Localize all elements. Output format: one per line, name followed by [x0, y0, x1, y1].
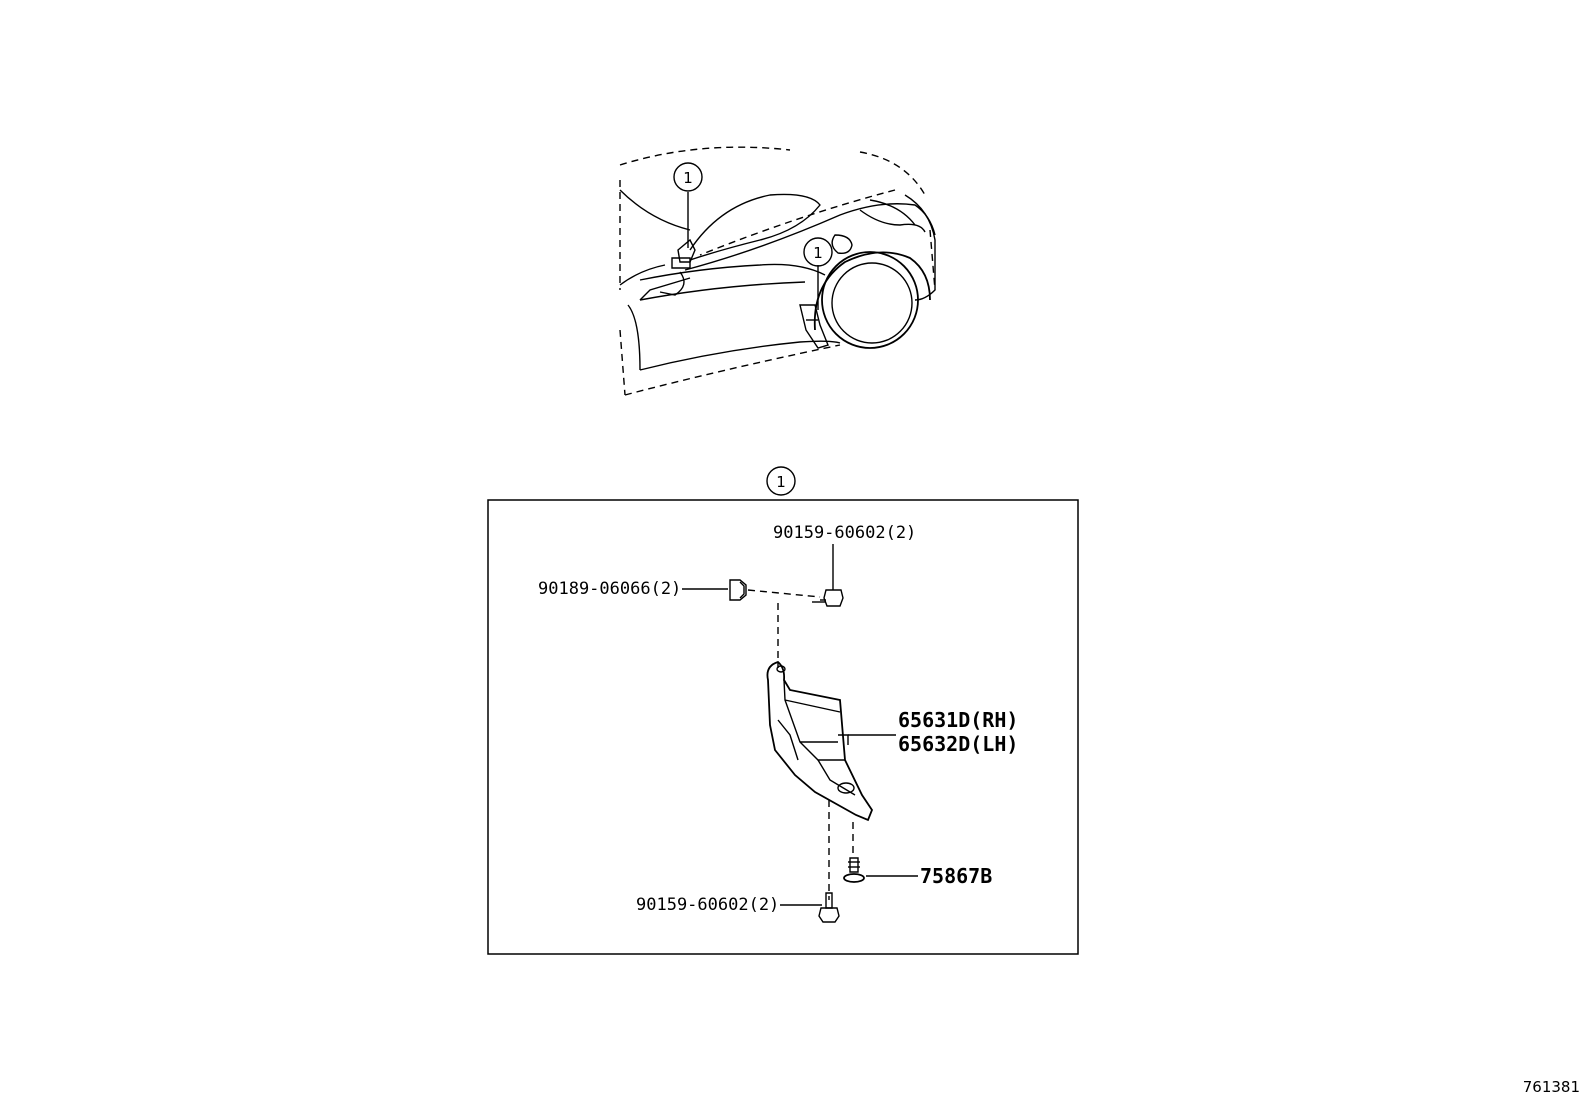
nut-label: 90189-06066(2)	[538, 579, 681, 599]
svg-text:1: 1	[813, 244, 823, 262]
bolt-top-label: 90159-60602(2)	[773, 523, 916, 543]
bolt-bottom-label: 90159-60602(2)	[636, 895, 779, 915]
part-nut[interactable]: 90189-06066(2)	[538, 579, 747, 601]
part-clip[interactable]: 75867B	[843, 857, 992, 888]
shield-lh-label: 65632D(LH)	[898, 732, 1018, 756]
part-bolt-top[interactable]: 90159-60602(2)	[773, 523, 916, 607]
clip-label: 75867B	[920, 864, 992, 888]
diagram-reference-number: 761381	[1523, 1078, 1580, 1096]
detail-callout-header: 1	[766, 466, 796, 496]
part-rear-fender-shield[interactable]: 65631D(RH) 65632D(LH)	[766, 660, 1018, 822]
vehicle-overview-illustration: 1 1	[619, 146, 936, 396]
shield-rh-label: 65631D(RH)	[898, 708, 1018, 732]
callout-1-upper: 1	[673, 162, 703, 192]
detail-frame	[487, 499, 1079, 955]
callout-1-rear: 1	[803, 237, 833, 267]
svg-text:1: 1	[776, 473, 786, 491]
svg-text:1: 1	[683, 169, 693, 187]
part-bolt-bottom[interactable]: 90159-60602(2)	[636, 892, 840, 923]
